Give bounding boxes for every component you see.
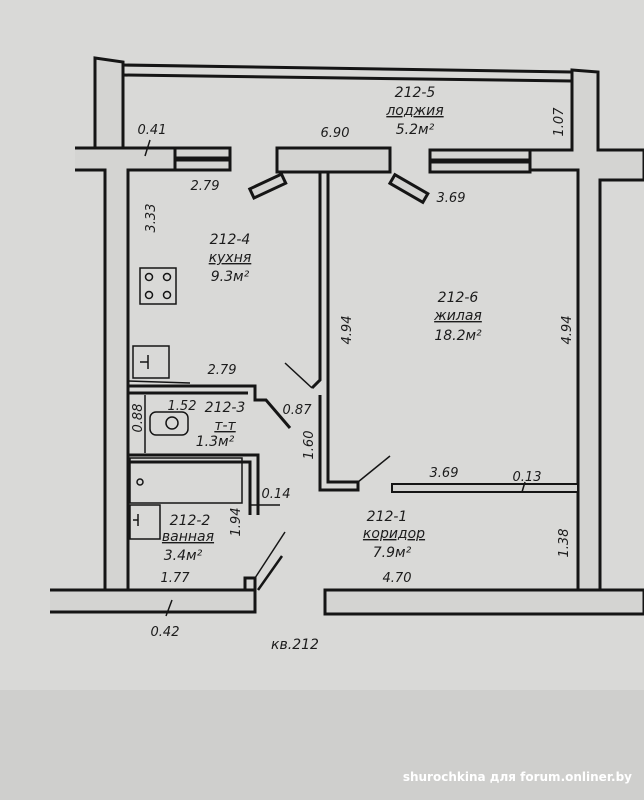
room-labels: 212-5 лоджия 5.2м² 212-4 кухня 9.3м² 212… — [162, 85, 482, 564]
room-name-bath: ванная — [162, 529, 214, 545]
room-area-wc: 1.3м² — [196, 434, 235, 450]
room-area-living: 18.2м² — [434, 328, 482, 344]
dim-label: 1.52 — [168, 399, 197, 414]
central-pier — [275, 146, 392, 174]
stove-burner — [162, 272, 172, 282]
dim-label: 6.90 — [321, 126, 350, 141]
faucet-icon — [140, 355, 149, 369]
partition-kitchen-wc — [128, 384, 292, 429]
walls — [50, 56, 644, 617]
bath-sink-icon — [129, 504, 161, 540]
dim-label: 1.94 — [229, 508, 244, 537]
room-door-swing — [357, 455, 391, 483]
partition-kitchen-room — [310, 172, 360, 492]
toilet-bowl — [165, 416, 179, 430]
stove-burner — [144, 290, 154, 300]
room-id-corridor: 212-1 — [367, 509, 408, 525]
room-id-wc: 212-3 — [205, 400, 246, 416]
bath-faucet-icon — [133, 514, 139, 526]
dim-label: 0.87 — [283, 403, 313, 418]
loggia-parapet-inner — [122, 73, 573, 83]
partition-room-corridor — [391, 483, 579, 493]
dim-label: 1.77 — [161, 571, 191, 586]
dim-label: 0.41 — [138, 123, 167, 138]
dim-label: 4.94 — [560, 316, 575, 345]
dim-label: 1.60 — [302, 431, 317, 460]
dimension-labels: 0.41 6.90 1.07 2.79 3.69 3.33 4.94 4.94 … — [131, 107, 575, 640]
room-name-living: жилая — [433, 308, 482, 324]
room-name-wc: т-т — [214, 418, 236, 434]
bathtub-drain — [136, 478, 144, 486]
dim-label: 1.38 — [557, 529, 572, 558]
kitchen-loggia-door — [247, 172, 288, 200]
room-name-kitchen: кухня — [209, 250, 252, 266]
dim-label: 3.69 — [430, 466, 459, 481]
bath-door-swing-2 — [256, 555, 284, 591]
toilet-icon — [149, 411, 189, 436]
room-id-bath: 212-2 — [170, 513, 211, 529]
dim-label: 2.79 — [208, 363, 237, 378]
room-name-loggia: лоджия — [385, 103, 443, 119]
dim-label: 4.70 — [383, 571, 412, 586]
dim-label: 2.79 — [191, 179, 220, 194]
watermark: shurochkina для forum.onliner.by — [403, 770, 632, 784]
dim-label: 3.69 — [437, 191, 466, 206]
stove-burner — [162, 290, 172, 300]
loggia-parapet-outer — [122, 63, 573, 74]
room-id-loggia: 212-5 — [395, 85, 436, 101]
wall-left-loggia — [93, 56, 125, 150]
kitchen-door-swing — [284, 362, 313, 389]
partition-wc-bath — [128, 453, 260, 515]
dim-tick — [165, 599, 173, 617]
dim-label: 1.07 — [552, 107, 567, 137]
dim-label: 3.33 — [144, 204, 159, 233]
room-name-corridor: коридор — [363, 526, 425, 542]
counter-line — [127, 380, 191, 384]
room-id-living: 212-6 — [438, 290, 479, 306]
stove-burner — [144, 272, 154, 282]
room-area-corridor: 7.9м² — [373, 545, 412, 561]
bathtub-icon — [129, 457, 243, 504]
dim-tick — [521, 481, 526, 493]
dim-label: 0.14 — [262, 487, 291, 502]
room-area-kitchen: 9.3м² — [211, 269, 250, 285]
dim-label: 0.42 — [151, 625, 180, 640]
kitchen-sink-icon — [132, 345, 170, 379]
stove-icon — [139, 267, 177, 305]
dim-tick — [144, 139, 151, 157]
dim-label: 0.13 — [513, 470, 542, 485]
bath-door-swing-1 — [254, 531, 286, 579]
wall-bottom-left — [50, 588, 257, 614]
wall-bottom-right — [323, 588, 644, 616]
room-loggia-door — [387, 172, 430, 205]
apartment-label: кв.212 — [271, 637, 319, 653]
paper-shadow — [0, 690, 644, 800]
room-area-bath: 3.4м² — [164, 548, 203, 564]
dim-label: 0.88 — [131, 404, 146, 433]
dim-label: 4.94 — [340, 316, 355, 345]
room-area-loggia: 5.2м² — [396, 122, 435, 138]
room-id-kitchen: 212-4 — [210, 232, 251, 248]
bath-door-frame — [243, 576, 257, 590]
